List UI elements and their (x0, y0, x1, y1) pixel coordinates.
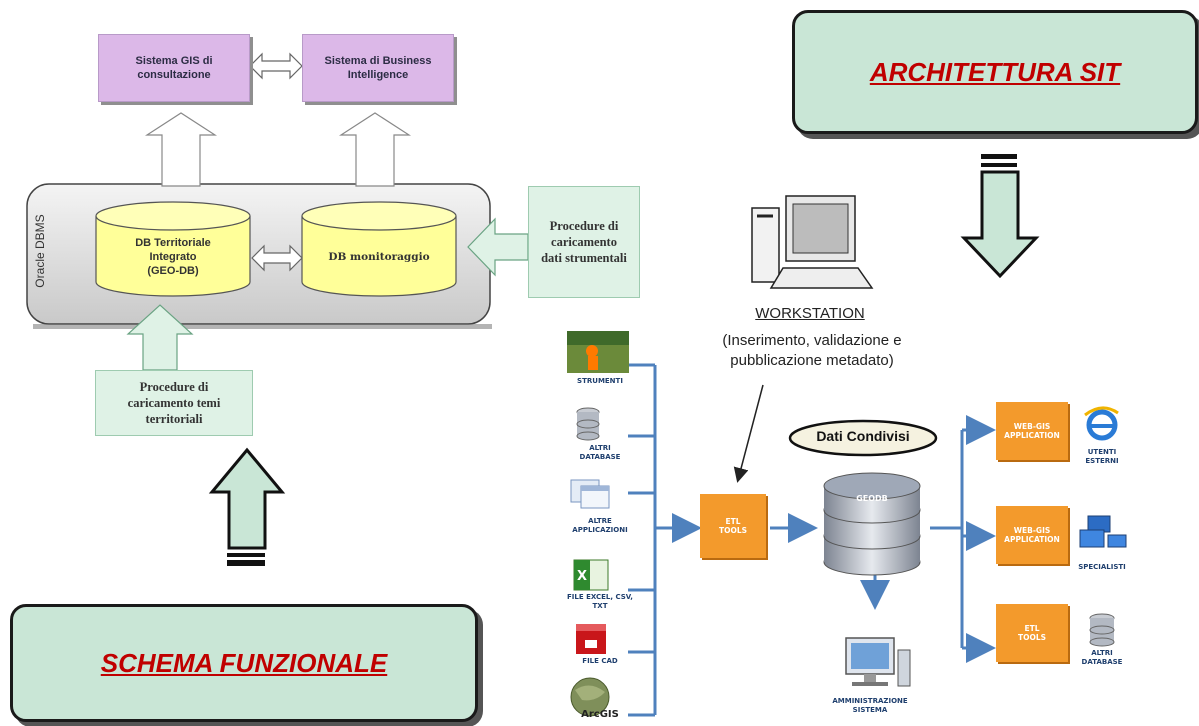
etl-tools-main-box: ETL TOOLS (700, 494, 766, 558)
db-monitoraggio-label: DB monitoraggio (328, 251, 430, 263)
gis-consultazione-box: Sistema GIS di consultazione (98, 34, 250, 102)
source-label-altri-database: ALTRI DATABASE (579, 444, 621, 461)
file-excel-icon: X (573, 559, 609, 591)
bi-box-label: Sistema di Business Intelligence (324, 55, 432, 81)
source-label-strumenti: STRUMENTI (577, 377, 623, 385)
source-label-arcgis: ArcGIS (581, 709, 619, 720)
oracle-dbms-label: Oracle DBMS (33, 214, 47, 288)
strumenti-photo-icon (567, 331, 629, 373)
web-gis-application-label-1: WEB-GIS APPLICATION (1004, 422, 1060, 440)
gis-box-label: Sistema GIS di consultazione (135, 55, 213, 81)
architettura-sit-banner: ARCHITETTURA SIT (792, 10, 1198, 134)
double-arrow-db (251, 244, 303, 272)
arrow-up-from-territoriali (126, 304, 194, 371)
svg-text:X: X (577, 569, 587, 584)
altre-applicazioni-icon (570, 479, 610, 509)
db-territoriale-cylinder (95, 201, 251, 297)
admin-monitor-icon (845, 637, 911, 687)
dati-condivisi-label: Dati Condivisi (816, 428, 910, 444)
workstation-title: WORKSTATION (755, 305, 865, 322)
db-territoriale-label: DB Territoriale Integrato (GEO-DB) (135, 237, 211, 277)
arrow-up-to-bi (338, 112, 412, 187)
web-gis-application-label-2: WEB-GIS APPLICATION (1004, 526, 1060, 544)
file-cad-icon (576, 624, 606, 654)
amministrazione-sistema-label: AMMINISTRAZIONE SISTEMA (832, 697, 908, 714)
schema-funzionale-title: SCHEMA FUNZIONALE (100, 647, 388, 678)
etl-tools-main-label: ETL TOOLS (718, 517, 748, 535)
workstation-icon (751, 195, 874, 289)
altri-database-icon (576, 407, 600, 441)
arcgis-globe-icon (570, 677, 610, 717)
web-gis-application-box-2: WEB-GIS APPLICATION (996, 506, 1068, 564)
db-monitoraggio-cylinder (301, 201, 457, 297)
big-up-arrow (208, 447, 286, 566)
internet-explorer-icon (1084, 406, 1119, 441)
web-gis-application-box-1: WEB-GIS APPLICATION (996, 402, 1068, 460)
workstation-description: (Inserimento, validazione e pubblicazion… (722, 332, 902, 369)
arrow-left-from-strumentali (467, 217, 529, 277)
business-intelligence-box: Sistema di Business Intelligence (302, 34, 454, 102)
specialisti-computers-icon (1079, 515, 1127, 548)
procedure-territoriali-label: Procedure di caricamento temi territoria… (127, 380, 221, 426)
altri-database-target-icon (1089, 613, 1115, 647)
etl-tools-output-label: ETL TOOLS (1017, 624, 1047, 642)
arrow-up-to-gis (144, 112, 218, 187)
geodb-icon (823, 472, 921, 576)
procedure-territoriali-box: Procedure di caricamento temi territoria… (95, 370, 253, 436)
big-down-arrow (960, 154, 1040, 279)
procedure-strumentali-box: Procedure di caricamento dati strumental… (528, 186, 640, 298)
target-label-specialisti: SPECIALISTI (1078, 563, 1126, 571)
procedure-strumentali-label: Procedure di caricamento dati strumental… (541, 219, 627, 265)
etl-tools-output-box: ETL TOOLS (996, 604, 1068, 662)
target-label-utenti-esterni: UTENTI ESTERNI (1085, 448, 1119, 465)
dati-condivisi-ellipse (788, 419, 938, 457)
source-label-file-excel: FILE EXCEL, CSV, TXT (567, 593, 633, 610)
double-arrow-gis-bi (249, 52, 303, 80)
source-label-altre-applicazioni: ALTRE APPLICAZIONI (572, 517, 628, 534)
schema-funzionale-banner: SCHEMA FUNZIONALE (10, 604, 478, 722)
source-label-file-cad: FILE CAD (582, 657, 618, 665)
geodb-label: GEODB (856, 494, 888, 503)
architettura-sit-title: ARCHITETTURA SIT (869, 56, 1121, 87)
target-label-altri-database: ALTRI DATABASE (1081, 649, 1123, 666)
